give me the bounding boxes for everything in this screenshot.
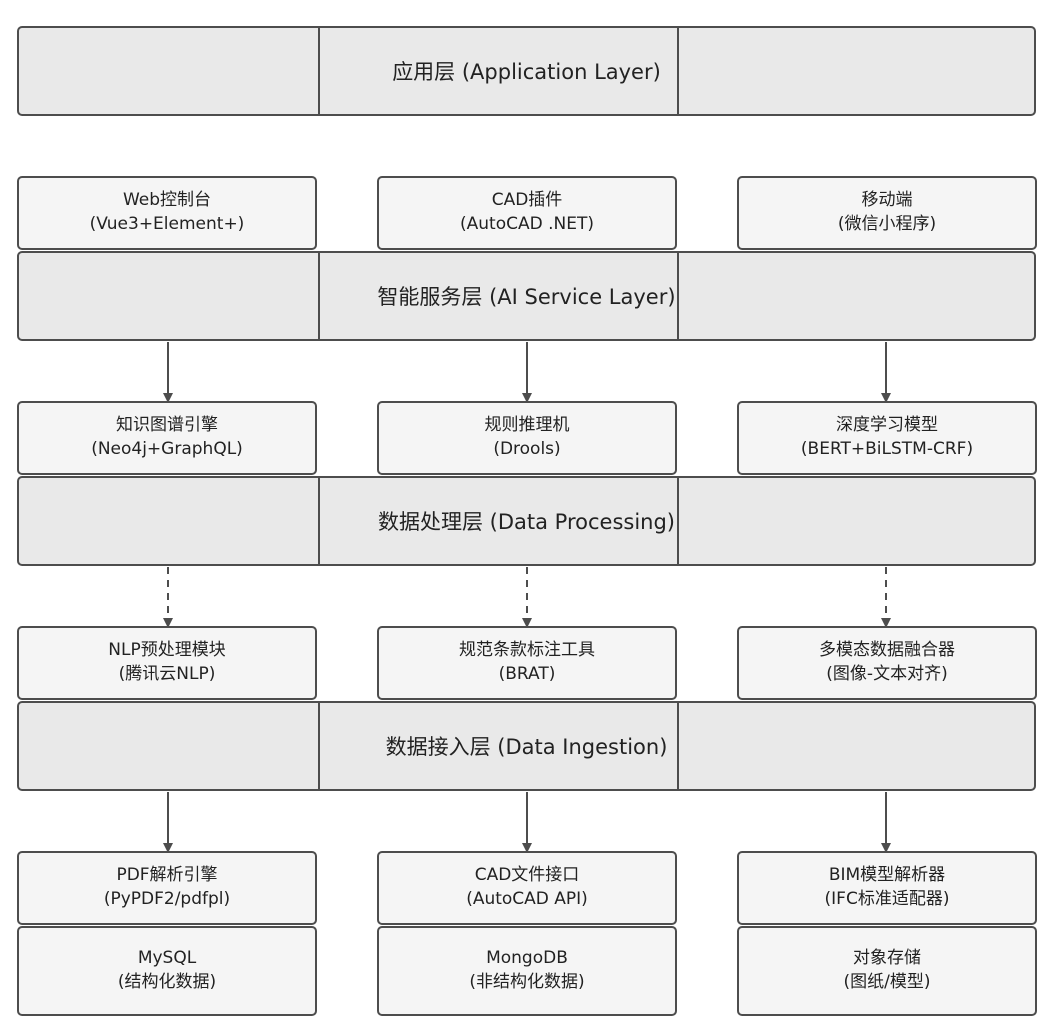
cad-file-interface-tech: (AutoCAD API) — [466, 889, 588, 909]
cad-plugin-box: CAD插件 (AutoCAD .NET) — [377, 176, 677, 250]
bim-parser-tech: (IFC标准适配器) — [824, 889, 950, 909]
web-console-name: Web控制台 — [122, 190, 212, 210]
nlp-preprocess-box: NLP预处理模块 (腾讯云NLP) — [17, 626, 317, 700]
cad-file-interface-box: CAD文件接口 (AutoCAD API) — [377, 851, 677, 925]
multimodal-fusion-box: 多模态数据融合器 (图像-文本对齐) — [737, 626, 1037, 700]
mongodb-box: MongoDB (非结构化数据) — [377, 926, 677, 1016]
multimodal-fusion-name: 多模态数据融合器 — [819, 640, 955, 660]
mysql-box: MySQL (结构化数据) — [17, 926, 317, 1016]
multimodal-fusion-tech: (图像-文本对齐) — [826, 664, 948, 684]
data-processing-layer-label: 数据处理层 (Data Processing) — [377, 510, 675, 534]
mongodb-name: MongoDB — [486, 948, 568, 968]
data-ingestion-layer: 数据接入层 (Data Ingestion) — [17, 701, 1036, 791]
annotation-tool-name: 规范条款标注工具 — [459, 640, 595, 660]
object-storage-box: 对象存储 (图纸/模型) — [737, 926, 1037, 1016]
mysql-tech: (结构化数据) — [117, 972, 217, 992]
nlp-preprocess-tech: (腾讯云NLP) — [118, 664, 216, 684]
application-layer-label: 应用层 (Application Layer) — [392, 60, 661, 84]
cad-plugin-name: CAD插件 — [491, 190, 563, 210]
ai-service-layer-label: 智能服务层 (AI Service Layer) — [377, 285, 676, 309]
knowledge-graph-name: 知识图谱引擎 — [116, 415, 218, 435]
knowledge-graph-tech: (Neo4j+GraphQL) — [91, 439, 243, 459]
cad-file-interface-name: CAD文件接口 — [474, 865, 580, 885]
mysql-name: MySQL — [137, 948, 197, 968]
deep-learning-box: 深度学习模型 (BERT+BiLSTM-CRF) — [737, 401, 1037, 475]
bim-parser-name: BIM模型解析器 — [828, 865, 946, 885]
deep-learning-tech: (BERT+BiLSTM-CRF) — [800, 439, 974, 459]
ai-service-layer: 智能服务层 (AI Service Layer) — [17, 251, 1036, 341]
data-ingestion-layer-label: 数据接入层 (Data Ingestion) — [385, 735, 668, 759]
nlp-preprocess-name: NLP预处理模块 — [108, 640, 226, 660]
deep-learning-name: 深度学习模型 — [836, 415, 938, 435]
pdf-parser-name: PDF解析引擎 — [116, 865, 218, 885]
annotation-tool-box: 规范条款标注工具 (BRAT) — [377, 626, 677, 700]
knowledge-graph-box: 知识图谱引擎 (Neo4j+GraphQL) — [17, 401, 317, 475]
mobile-tech: (微信小程序) — [837, 214, 937, 234]
mobile-name: 移动端 — [861, 190, 913, 210]
annotation-tool-tech: (BRAT) — [498, 664, 556, 684]
cad-plugin-tech: (AutoCAD .NET) — [460, 214, 594, 234]
object-storage-name: 对象存储 — [853, 948, 921, 968]
web-console-box: Web控制台 (Vue3+Element+) — [17, 176, 317, 250]
data-processing-layer: 数据处理层 (Data Processing) — [17, 476, 1036, 566]
pdf-parser-box: PDF解析引擎 (PyPDF2/pdfpl) — [17, 851, 317, 925]
web-console-tech: (Vue3+Element+) — [89, 214, 245, 234]
pdf-parser-tech: (PyPDF2/pdfpl) — [103, 889, 231, 909]
mobile-box: 移动端 (微信小程序) — [737, 176, 1037, 250]
rule-engine-box: 规则推理机 (Drools) — [377, 401, 677, 475]
object-storage-tech: (图纸/模型) — [843, 972, 931, 992]
rule-engine-name: 规则推理机 — [484, 415, 570, 435]
bim-parser-box: BIM模型解析器 (IFC标准适配器) — [737, 851, 1037, 925]
rule-engine-tech: (Drools) — [493, 439, 561, 459]
application-layer: 应用层 (Application Layer) — [17, 26, 1036, 116]
mongodb-tech: (非结构化数据) — [469, 972, 585, 992]
